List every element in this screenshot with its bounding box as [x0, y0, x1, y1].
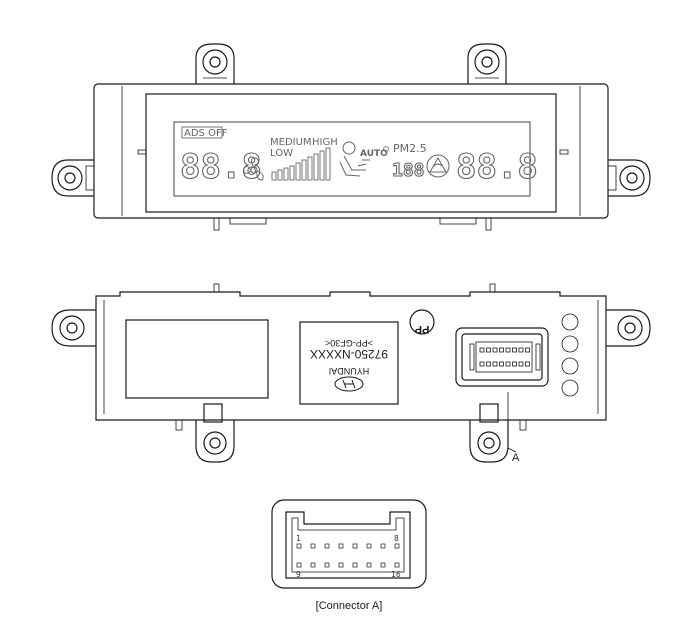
pm-value-digits: 188 — [392, 160, 425, 181]
rear-bottom-right-tab — [469, 420, 509, 463]
air-quality-icon — [426, 154, 450, 178]
hyundai-logo-icon — [334, 376, 364, 392]
right-temp-digits: 88.8 — [456, 147, 538, 187]
auto-dot-icon — [383, 146, 389, 152]
ads-off-indicator — [181, 126, 223, 139]
label-brand-text: HYUNDAI — [329, 366, 370, 376]
front-left-ear — [51, 159, 95, 197]
rear-indicator-holes — [561, 313, 579, 397]
pm-text: PM2.5 — [393, 142, 427, 155]
lcd-contents: ADS OFF 88.8 MEDIUM HIGH LOW — [179, 126, 538, 188]
rear-view: >PP-GF30< 97250-NXXXX HYUNDAI PP — [51, 283, 651, 464]
pin-9-label: 9 — [296, 570, 301, 579]
label-part-number: 97250-NXXXX — [310, 347, 388, 361]
pin-8-label: 8 — [394, 534, 399, 543]
fan-high-text: HIGH — [312, 137, 338, 148]
left-temp-digits: 88.8 — [180, 147, 262, 187]
label-material-text: >PP-GF30< — [325, 338, 373, 348]
front-housing — [93, 83, 609, 219]
lcd-window — [173, 121, 531, 197]
rear-bottom-left-tab — [195, 420, 235, 463]
connector-a-caption: [Connector A] — [316, 600, 383, 612]
front-bottom-pins — [137, 149, 569, 231]
pin-16-label: 16 — [391, 570, 401, 579]
rear-blank-panel — [125, 319, 269, 399]
recycle-pp-icon: PP — [409, 309, 435, 335]
fan-icon — [243, 157, 264, 181]
front-top-right-tab — [467, 43, 507, 84]
hyundai-logo-mark-icon — [342, 379, 356, 389]
callout-a-leader-end — [507, 447, 517, 453]
callout-a-label: A — [512, 452, 520, 464]
front-view: ADS OFF 88.8 MEDIUM HIGH LOW — [51, 43, 651, 231]
fan-speed-bars — [271, 147, 331, 181]
auto-text: AUTO — [360, 149, 388, 159]
connector-a-pins-bottom — [296, 562, 400, 568]
fan-low-text: LOW — [270, 148, 293, 159]
front-top-left-tab — [195, 43, 235, 84]
airflow-mode-icon — [339, 141, 370, 177]
front-right-ear — [607, 159, 651, 197]
ads-off-text: ADS OFF — [184, 128, 228, 139]
pin-1-label: 1 — [296, 534, 301, 543]
rear-connector-a — [455, 327, 549, 387]
connector-a-pins-top — [296, 543, 400, 549]
fan-medium-text: MEDIUM — [270, 137, 312, 148]
connector-a-detail: 1 8 9 16 [Connector A] — [271, 499, 427, 612]
rear-label: >PP-GF30< 97250-NXXXX HYUNDAI — [299, 321, 399, 405]
rear-housing — [95, 291, 607, 421]
recycle-pp-text: PP — [415, 323, 430, 335]
rear-bottom-clips — [175, 403, 527, 431]
